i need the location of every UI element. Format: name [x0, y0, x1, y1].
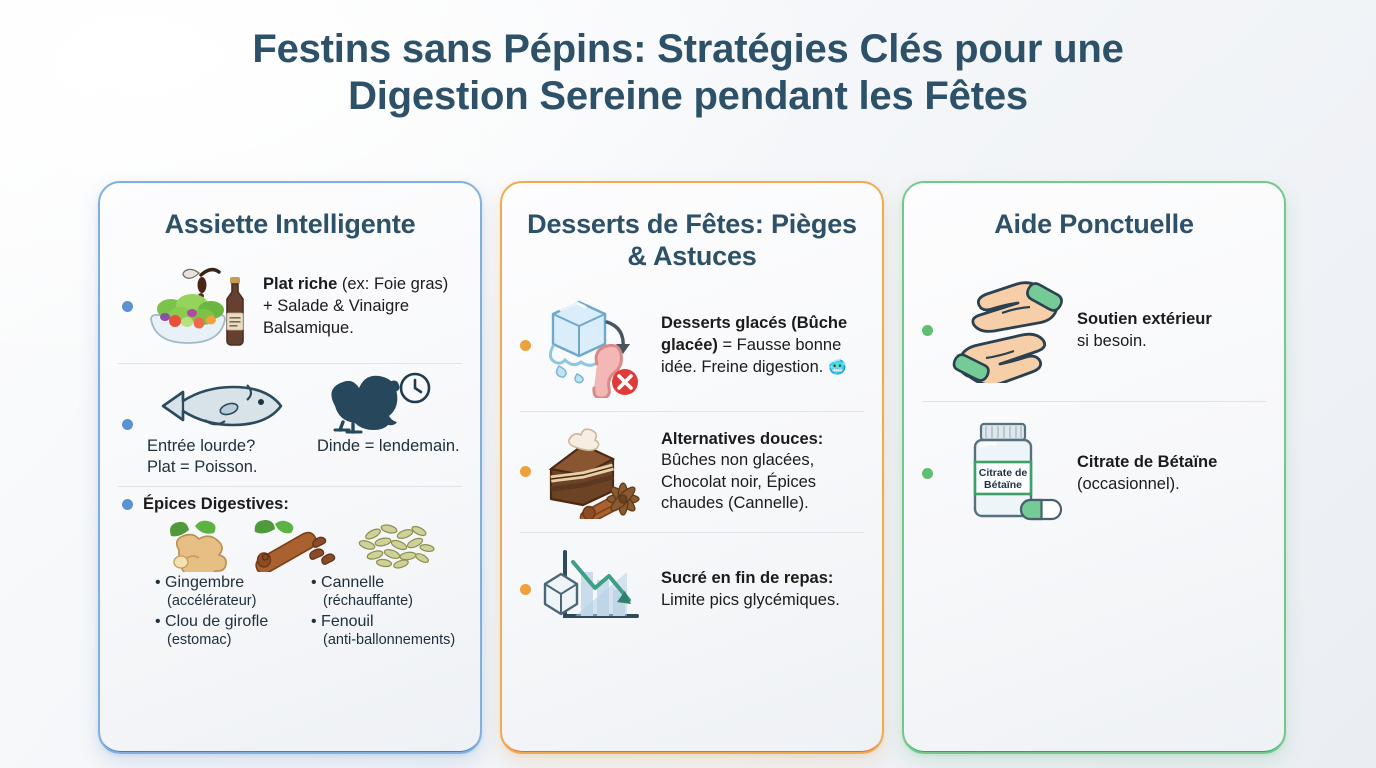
- list-item-sub: Bûches non glacées, Chocolat noir, Épice…: [661, 451, 817, 513]
- bottle-label-line-1: Citrate de: [979, 467, 1028, 479]
- list-item-lead: Sucré en fin de repas:: [661, 569, 834, 588]
- card-title-assiette: Assiette Intelligente: [164, 209, 416, 239]
- card-deck: Assiette Intelligente: [98, 181, 1286, 754]
- spice-note: (accélérateur): [167, 592, 257, 609]
- list-item-lead: Soutien extérieur: [1077, 310, 1212, 329]
- ginger-icon: [170, 520, 227, 573]
- spice-name: Gingembre: [155, 574, 305, 593]
- turkey-with-clock-icon: [331, 372, 431, 434]
- salad-bowl-and-balsamic-vinegar-bottle-icon: [143, 259, 255, 355]
- list-item-lead: Alternatives douces:: [661, 429, 824, 448]
- list-item-lead: Plat riche: [263, 275, 338, 294]
- page-title-line-2: Digestion Sereine pendant les Fêtes: [348, 73, 1028, 118]
- spice-entry-cannelle: Cannelle (réchauffante): [311, 574, 462, 610]
- spice-name: Cannelle: [311, 574, 462, 593]
- list-item-citrate-de-betaine: Citrate de Bétaïne Citrate de Bétaïne (o…: [922, 400, 1266, 546]
- bottle-label-line-2: Bétaïne: [984, 479, 1022, 491]
- spice-note: (estomac): [167, 631, 232, 648]
- list-item-epices-digestives: Épices Digestives:: [118, 486, 462, 657]
- cold-face-emoji-icon: 🥶: [827, 358, 847, 376]
- cinnamon-and-clove-icon: [254, 520, 336, 573]
- card-title-desserts: Desserts de Fêtes: Pièges & Astuces: [520, 209, 864, 273]
- fish-icon: [161, 384, 283, 427]
- entree-lourde-text: Entrée lourde? Plat = Poisson. Dinde = l…: [143, 436, 462, 478]
- page-title-line-1: Festins sans Pépins: Stratégies Clés pou…: [252, 27, 1124, 71]
- list-item-sub: Limite pics glycémiques.: [661, 590, 840, 609]
- spice-note: (anti-ballonnements): [323, 631, 456, 648]
- list-item-text: Citrate de Bétaïne (occasionnel).: [1077, 452, 1266, 495]
- bullet-icon: [520, 466, 531, 478]
- fish-and-turkey-with-clock-icon: [143, 372, 462, 434]
- list-item-plat-riche: Plat riche (ex: Foie gras) + Salade & Vi…: [118, 249, 462, 363]
- list-item-text: Desserts glacés (Bûche glacée) = Fausse …: [661, 313, 864, 378]
- bullet-icon: [520, 584, 531, 596]
- list-item-sub: (occasionnel).: [1077, 474, 1180, 493]
- spice-entry-fenouil: Fenouil (anti-ballonnements): [311, 613, 462, 649]
- list-item-sucre-en-fin-de-repas: Sucré en fin de repas: Limite pics glycé…: [520, 531, 864, 647]
- page-title: Festins sans Pépins: Stratégies Clés pou…: [188, 26, 1188, 120]
- list-item-lead: Desserts glacés (Bûche glacée): [661, 314, 848, 354]
- list-item-text: Sucré en fin de repas: Limite pics glycé…: [661, 568, 864, 611]
- chocolate-cake-slice-with-cinnamon-star-anise-icon: [541, 425, 653, 519]
- card-desserts-de-fetes: Desserts de Fêtes: Pièges & Astuces: [500, 181, 884, 754]
- list-item-sub-right: Dinde = lendemain.: [317, 436, 460, 455]
- entree-lourde-left: Entrée lourde? Plat = Poisson.: [147, 436, 299, 478]
- spice-entry-gingembre: Gingembre (accélérateur): [155, 574, 305, 610]
- bullet-icon: [520, 340, 531, 352]
- melting-ice-cube-stomach-blocked-icon: [541, 294, 653, 398]
- list-item-sub: (ex: Foie gras) + Salade & Vinaigre Bals…: [263, 275, 449, 337]
- list-item-lead: Entrée lourde?: [147, 436, 256, 455]
- spice-name: Fenouil: [311, 613, 462, 632]
- bullet-icon: [922, 325, 933, 337]
- list-item-desserts-glaces: Desserts glacés (Bûche glacée) = Fausse …: [520, 281, 864, 411]
- bullet-icon: [122, 419, 133, 431]
- spices-heading: Épices Digestives:: [143, 495, 289, 514]
- fennel-seeds-icon: [358, 524, 435, 569]
- spices-body: Épices Digestives:: [143, 495, 462, 649]
- ginger-cinnamon-clove-fennel-icon: [143, 518, 462, 573]
- list-item-alternatives-douces: Alternatives douces: Bûches non glacées,…: [520, 410, 864, 532]
- list-item-sub: si besoin.: [1077, 331, 1147, 350]
- card-title-line-2: Pièges & Astuces: [627, 209, 857, 271]
- entree-lourde-body: Entrée lourde? Plat = Poisson. Dinde = l…: [143, 372, 462, 478]
- bullet-icon: [122, 499, 133, 511]
- list-item-sub: = Fausse bonne idée. Freine digestion.: [661, 335, 842, 376]
- supplement-bottle-with-capsule-icon: Citrate de Bétaïne: [943, 420, 1069, 528]
- card-assiette-intelligente: Assiette Intelligente: [98, 181, 482, 754]
- spice-note: (réchauffante): [323, 592, 414, 609]
- card-title-aide: Aide Ponctuelle: [994, 209, 1194, 239]
- bullet-icon: [122, 301, 133, 313]
- list-item-text: Soutien extérieur si besoin.: [1077, 309, 1266, 352]
- list-item-sub-left: Plat = Poisson.: [147, 457, 258, 476]
- bullet-icon: [922, 468, 933, 480]
- card-title-line-1: Desserts de Fêtes:: [527, 209, 764, 239]
- list-item-entree-lourde: Entrée lourde? Plat = Poisson. Dinde = l…: [118, 362, 462, 486]
- list-item-text: Plat riche (ex: Foie gras) + Salade & Vi…: [263, 274, 462, 339]
- entree-lourde-right: Dinde = lendemain.: [317, 436, 460, 478]
- spices-list: Gingembre (accélérateur) Cannelle (récha…: [143, 574, 462, 649]
- sugar-cube-declining-glycemic-chart-icon: [541, 546, 653, 634]
- list-item-lead: Citrate de Bétaïne: [1077, 453, 1218, 472]
- spice-name: Clou de girofle: [155, 613, 305, 632]
- helping-hands-icon: [943, 279, 1069, 383]
- card-aide-ponctuelle: Aide Ponctuelle Soutien extérieur si b: [902, 181, 1286, 754]
- spice-entry-clou-de-girofle: Clou de girofle (estomac): [155, 613, 305, 649]
- list-item-soutien-exterieur: Soutien extérieur si besoin.: [922, 249, 1266, 401]
- list-item-text: Alternatives douces: Bûches non glacées,…: [661, 429, 864, 515]
